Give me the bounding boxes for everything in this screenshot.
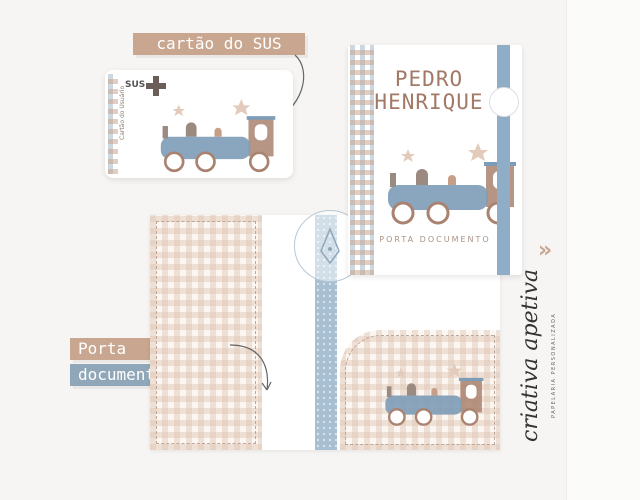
train-illustration [160,99,276,173]
sus-card: Cartão do Usuário SUS [105,70,293,178]
curved-arrow-icon [229,344,272,391]
pen-nib-icon [320,227,340,265]
sus-logo: SUS [125,80,146,90]
train-illustration [385,363,484,426]
brand-tagline: PAPELARIA PERSONALIZADA [551,312,557,418]
brand-logo: criativa apetiva [518,268,543,442]
name-line1: PEDRO [394,67,464,91]
cover-subtitle: PORTA DOCUMENTO [379,235,491,244]
pocket [340,330,500,450]
stitching [345,335,495,445]
cross-icon [146,76,166,96]
porta-documento-cover: PEDRO HENRIQUE PORTA DOCUMENTO [348,45,522,275]
brand-strip [566,0,640,500]
stitching [156,221,256,444]
left-panel [150,215,262,450]
train-illustration [388,143,516,225]
gingham-spine [108,74,118,174]
sus-card-label: cartão do SUS [133,33,305,55]
badge-seal [489,87,519,117]
name-line2: HENRIQUE [374,90,484,114]
chevrons-icon: » [538,238,553,263]
elastic-band[interactable] [497,45,510,275]
gingham-spine [350,45,374,275]
